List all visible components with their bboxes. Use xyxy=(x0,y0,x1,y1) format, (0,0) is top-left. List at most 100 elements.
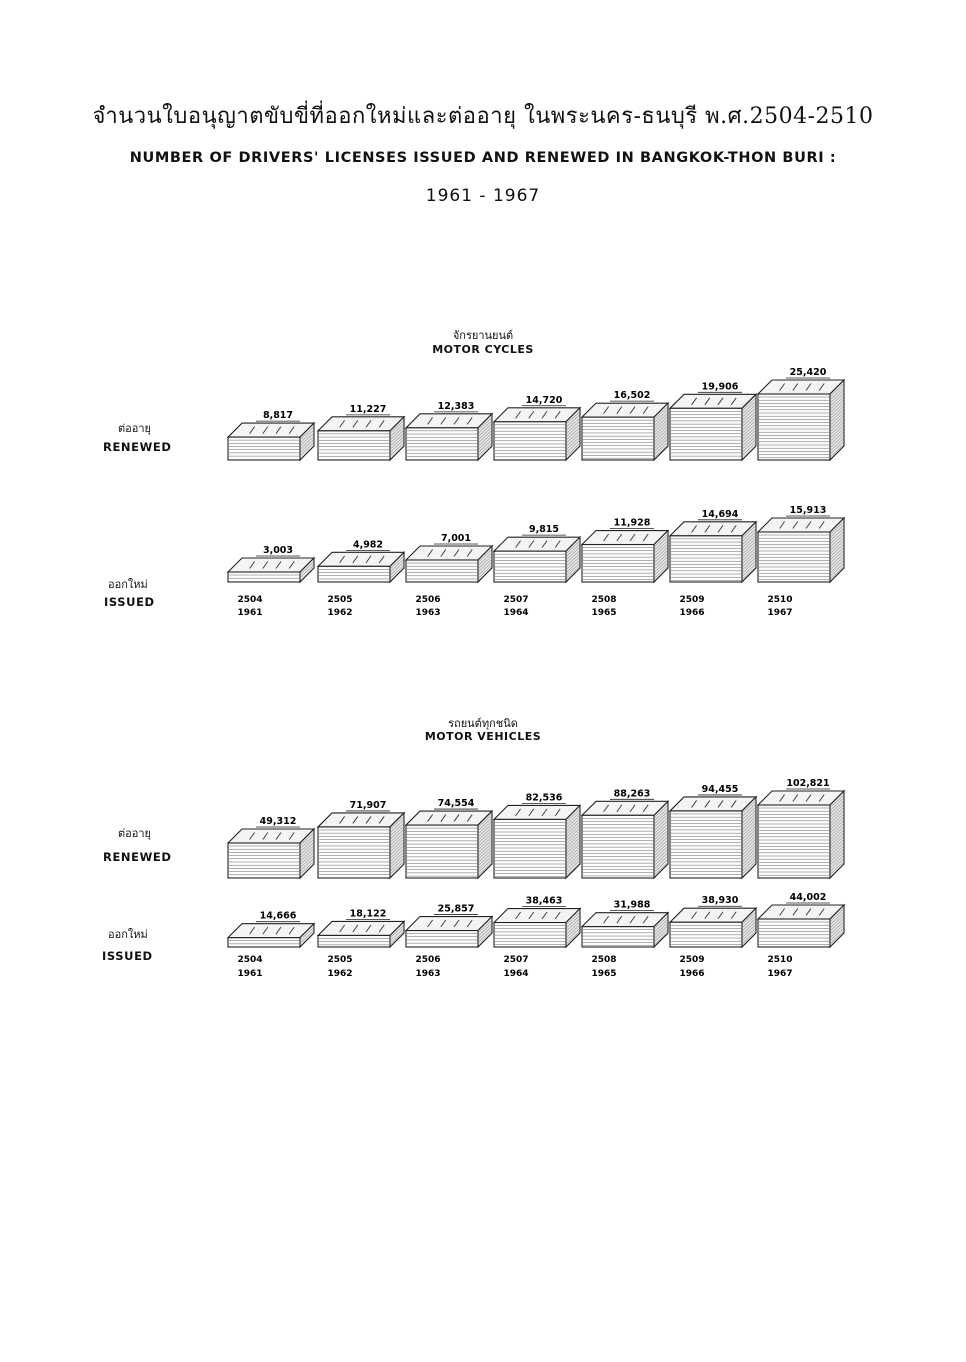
mv-renewed-value-label: 82,536 xyxy=(526,792,563,803)
mv-issued-bar xyxy=(668,906,758,949)
mc-issued-bar xyxy=(404,544,494,584)
mv-issued-value-label: 31,988 xyxy=(614,900,651,911)
mv-issued-value-label: 38,930 xyxy=(702,895,739,906)
mc-issued-value-label: 9,815 xyxy=(529,524,559,535)
tick-label-year: 1962 xyxy=(327,969,352,979)
mv-renewed-bar xyxy=(756,789,846,880)
tick-label-year: 1961 xyxy=(237,608,262,618)
mc-renewed-label: RENEWED xyxy=(103,440,172,454)
tick-label-thai-year: 2509 xyxy=(679,595,704,605)
mv-renewed-bar xyxy=(492,804,582,880)
mv-renewed-bar xyxy=(668,795,758,880)
tick-label-year: 1965 xyxy=(591,969,616,979)
mc-renewed-bar xyxy=(756,378,846,462)
tick-label-thai-year: 2504 xyxy=(237,595,262,605)
motorvehicles-title: MOTOR VEHICLES xyxy=(424,730,542,743)
mv-issued-value-label: 14,666 xyxy=(260,911,297,922)
mc-issued-value-label: 14,694 xyxy=(702,509,739,520)
mv-issued-bar xyxy=(316,920,406,949)
mc-issued-value-label: 7,001 xyxy=(441,533,471,544)
mc-renewed-value-label: 14,720 xyxy=(526,395,563,406)
mv-ticks: 2504196125051962250619632507196425081965… xyxy=(237,955,792,979)
mv-issued-value-label: 38,463 xyxy=(526,896,563,907)
mc-renewed-bar xyxy=(668,392,758,462)
mv-renewed-value-label: 49,312 xyxy=(260,816,297,827)
mv-renewed-label-thai: ต่ออายุ xyxy=(118,827,151,840)
mc-renewed-value-label: 25,420 xyxy=(790,367,827,378)
mv-renewed-value-label: 74,554 xyxy=(438,798,475,809)
tick-label-thai-year: 2509 xyxy=(679,955,704,965)
mc-renewed-bar xyxy=(404,412,494,462)
tick-label-year: 1966 xyxy=(679,608,704,618)
tick-label-year: 1964 xyxy=(503,969,528,979)
mv-renewed-bar xyxy=(316,811,406,880)
mc-issued: 3,003 4,982 7,001 9,815 11,928 14,694 15,913 xyxy=(226,505,846,584)
tick-label-year: 1967 xyxy=(767,969,792,979)
mc-renewed-value-label: 19,906 xyxy=(702,381,739,392)
tick-label-thai-year: 2507 xyxy=(503,595,528,605)
chart-title-thai: จำนวนใบอนุญาตขับขี่ที่ออกใหม่และต่ออายุ … xyxy=(92,104,874,129)
tick-label-thai-year: 2510 xyxy=(767,595,792,605)
mc-issued-value-label: 4,982 xyxy=(353,539,383,550)
tick-label-thai-year: 2508 xyxy=(591,955,616,965)
mv-renewed-label: RENEWED xyxy=(103,850,172,864)
mv-issued-bar xyxy=(226,922,316,949)
mv-issued-bar xyxy=(756,903,846,949)
mv-renewed-value-label: 94,455 xyxy=(702,784,739,795)
mc-issued-bar xyxy=(316,551,406,584)
mc-issued-value-label: 3,003 xyxy=(263,545,293,556)
mv-renewed-bar xyxy=(404,809,494,880)
mv-renewed-bar xyxy=(226,827,316,880)
tick-label-thai-year: 2504 xyxy=(237,955,262,965)
mv-issued-label-thai: ออกใหม่ xyxy=(108,928,148,941)
mc-renewed-label-thai: ต่ออายุ xyxy=(118,422,151,435)
mc-issued-value-label: 15,913 xyxy=(790,505,827,516)
mc-issued-bar xyxy=(580,529,670,584)
mv-renewed-value-label: 71,907 xyxy=(350,800,387,811)
mc-renewed: 8,817 11,227 12,383 14,720 16,502 19,906 25,42… xyxy=(226,367,846,462)
mc-issued-bar xyxy=(756,516,846,584)
tick-label-year: 1964 xyxy=(503,608,528,618)
mv-issued-label: ISSUED xyxy=(102,949,153,963)
mc-renewed-value-label: 8,817 xyxy=(263,410,293,421)
tick-label-year: 1966 xyxy=(679,969,704,979)
tick-label-year: 1962 xyxy=(327,608,352,618)
mv-issued-bar xyxy=(404,915,494,949)
mc-issued-label-thai: ออกใหม่ xyxy=(108,578,148,591)
motorcycles-title-thai: จักรยานยนต์ xyxy=(452,329,514,342)
tick-label-thai-year: 2507 xyxy=(503,955,528,965)
mc-issued-bar xyxy=(668,520,758,584)
mc-renewed-bar xyxy=(226,421,316,462)
mv-issued-value-label: 18,122 xyxy=(350,908,387,919)
tick-label-year: 1961 xyxy=(237,969,262,979)
motorcycles-title: MOTOR CYCLES xyxy=(432,343,534,356)
tick-label-year: 1963 xyxy=(415,608,440,618)
mc-renewed-value-label: 11,227 xyxy=(350,404,387,415)
mv-issued-value-label: 44,002 xyxy=(790,892,827,903)
chart-subtitle-years: 1961 - 1967 xyxy=(425,186,541,206)
mc-renewed-value-label: 12,383 xyxy=(438,401,475,412)
mc-renewed-value-label: 16,502 xyxy=(614,390,651,401)
mc-renewed-bar xyxy=(492,406,582,462)
mc-issued-bar xyxy=(226,556,316,584)
chart-title: NUMBER OF DRIVERS' LICENSES ISSUED AND R… xyxy=(129,150,837,166)
tick-label-thai-year: 2506 xyxy=(415,955,440,965)
tick-label-thai-year: 2505 xyxy=(327,595,352,605)
mv-renewed-bar xyxy=(580,800,670,880)
tick-label-year: 1963 xyxy=(415,969,440,979)
tick-label-year: 1967 xyxy=(767,608,792,618)
tick-label-thai-year: 2506 xyxy=(415,595,440,605)
mc-renewed-bar xyxy=(580,401,670,462)
mc-issued-value-label: 11,928 xyxy=(614,518,651,529)
mc-renewed-bar xyxy=(316,415,406,462)
mv-issued-bar xyxy=(492,907,582,949)
mc-ticks: 2504196125051962250619632507196425081965… xyxy=(237,595,792,618)
mc-issued-bar xyxy=(492,535,582,584)
tick-label-year: 1965 xyxy=(591,608,616,618)
tick-label-thai-year: 2510 xyxy=(767,955,792,965)
mv-renewed-value-label: 88,263 xyxy=(614,788,651,799)
mv-issued-bar xyxy=(580,911,670,949)
